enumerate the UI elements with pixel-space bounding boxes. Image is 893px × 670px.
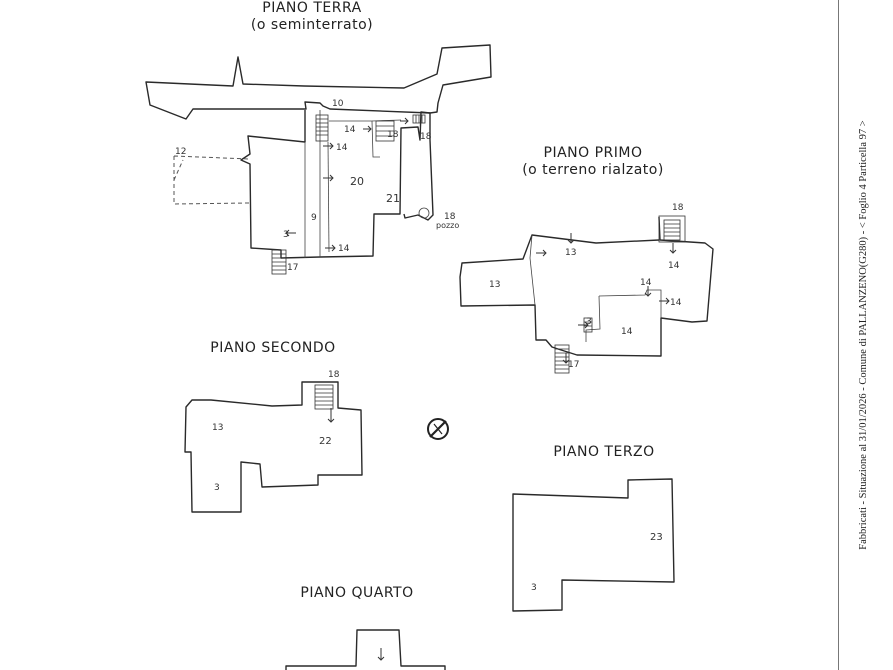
- terra-label-18a: 18: [387, 130, 399, 140]
- secondo-label-3: 3: [214, 483, 220, 493]
- primo-label-3: 3: [586, 317, 592, 327]
- terra-label-10: 10: [332, 99, 344, 109]
- north-arrow-icon: [427, 418, 449, 440]
- primo-label-13b: 13: [489, 280, 500, 290]
- primo-arrow-2: [536, 249, 547, 257]
- primo-label-14b: 14: [640, 278, 652, 288]
- primo-label-14a: 14: [668, 261, 680, 271]
- terra-label-12: 12: [175, 147, 186, 157]
- quarto-arrow: [377, 648, 385, 661]
- terra-label-17: 17: [287, 263, 298, 273]
- terra-label-9: 9: [311, 213, 317, 223]
- piano-primo-title: PIANO PRIMO: [543, 145, 643, 161]
- piano-terra-plan: 10 14 18 18 12 14 20 9 21 18 pozzo 3 14 …: [145, 44, 492, 275]
- terzo-label-3: 3: [531, 583, 537, 593]
- terra-wall-d: [329, 120, 380, 158]
- piano-primo-subtitle: (o terreno rialzato): [522, 162, 664, 178]
- primo-label-13a: 13: [565, 248, 576, 258]
- piano-terra-title: PIANO TERRA: [262, 0, 362, 16]
- primo-arrow-7: [562, 353, 570, 364]
- primo-arrow-5: [659, 297, 670, 305]
- piano-terzo-title: PIANO TERZO: [553, 444, 655, 460]
- secondo-label-18: 18: [328, 370, 340, 380]
- primo-label-14d: 14: [621, 327, 633, 337]
- primo-arrow-3: [669, 243, 677, 254]
- primo-stair-2: [554, 344, 570, 374]
- piano-quarto-plan: [285, 629, 446, 670]
- pozzo-icon: [418, 207, 430, 219]
- terra-arrow-6: [400, 117, 409, 125]
- cadastral-side-note: Fabbricati - Situazione al 31/01/2026 - …: [858, 120, 869, 550]
- terzo-label-23: 23: [650, 532, 663, 543]
- primo-label-18: 18: [672, 203, 684, 213]
- primo-outline: [459, 216, 714, 357]
- piano-secondo-plan: 18 13 22 3: [184, 370, 363, 513]
- primo-arrow-4: [644, 286, 652, 297]
- primo-wall-c: [598, 289, 662, 318]
- terra-label-14b: 14: [336, 143, 348, 153]
- sheet-border-line: [838, 0, 839, 670]
- terra-arrow-5: [363, 125, 372, 133]
- primo-wall-b: [585, 295, 601, 342]
- terra-arrow-4: [285, 229, 296, 237]
- terra-stair-1: [315, 114, 329, 142]
- secondo-label-13: 13: [212, 423, 223, 433]
- terra-stair-4: [271, 249, 287, 275]
- primo-label-17: 17: [568, 360, 579, 370]
- terra-arrow-1: [323, 142, 334, 150]
- primo-label-14c: 14: [670, 298, 682, 308]
- terra-wall-b: [327, 141, 330, 253]
- primo-stair-1: [658, 215, 686, 243]
- terzo-outline: [512, 478, 675, 612]
- terra-label-18c: 18: [444, 212, 456, 222]
- secondo-outline: [184, 381, 363, 513]
- terra-annex-dashed: [173, 155, 250, 205]
- quarto-outline: [285, 629, 446, 670]
- piano-secondo-title: PIANO SECONDO: [210, 340, 336, 356]
- piano-terra-subtitle: (o seminterrato): [250, 17, 374, 33]
- secondo-label-22: 22: [319, 436, 332, 447]
- piano-quarto-title: PIANO QUARTO: [300, 585, 414, 601]
- terra-arrow-2: [323, 174, 334, 182]
- piano-terzo-plan: 23 3: [512, 478, 675, 612]
- primo-arrow-1: [567, 233, 575, 244]
- terra-label-21: 21: [386, 192, 400, 205]
- terra-stair-3: [412, 114, 426, 124]
- primo-wall-a: [529, 234, 536, 306]
- terra-label-3: 3: [283, 230, 289, 240]
- secondo-arrow: [327, 408, 335, 423]
- terra-label-20: 20: [350, 175, 364, 188]
- terra-stair-2: [375, 120, 395, 142]
- terra-arrow-3: [325, 244, 336, 252]
- terra-label-18b: 18: [420, 132, 432, 142]
- primo-arrow-6: [578, 321, 589, 329]
- secondo-stair: [314, 384, 334, 410]
- terra-main-building: [240, 110, 434, 259]
- terra-label-pozzo: pozzo: [436, 221, 459, 230]
- terra-courtyard-outline: [145, 44, 492, 120]
- piano-primo-plan: 18 13 14 13 14 14 3 14 17: [459, 203, 714, 374]
- terra-label-14c: 14: [338, 244, 350, 254]
- terra-label-14a: 14: [344, 125, 356, 135]
